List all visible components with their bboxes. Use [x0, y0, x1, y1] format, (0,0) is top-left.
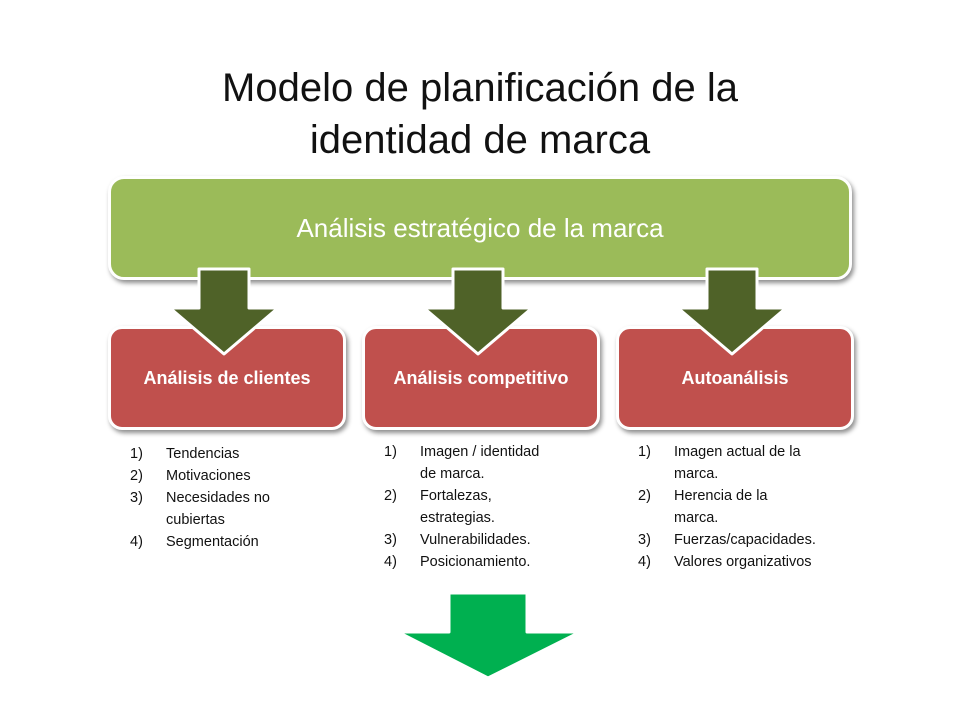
list-item-text: Necesidades no — [166, 490, 270, 506]
list-item-number: 1) — [130, 446, 143, 462]
strategic-analysis-label: Análisis estratégico de la marca — [296, 212, 664, 243]
list-item: 3) Vulnerabilidades. — [384, 529, 584, 551]
list-item-number: 1) — [638, 444, 651, 460]
list-item-number: 2) — [384, 488, 397, 504]
list-item: 1) Imagen / identidad de marca. — [384, 441, 584, 485]
list-item: 4) Valores organizativos — [638, 551, 853, 573]
down-arrow-icon — [422, 267, 534, 356]
list-item-text: Tendencias — [166, 446, 240, 462]
competitive-analysis-box: Análisis competitivo — [362, 326, 600, 430]
competitive-analysis-label: Análisis competitivo — [393, 367, 569, 388]
list-item: 2) Motivaciones — [130, 465, 330, 487]
list-item-text: Fortalezas, — [420, 488, 492, 504]
title-line-2: identidad de marca — [309, 118, 651, 162]
list-item-text: Imagen / identidad — [420, 444, 540, 460]
down-arrow-icon — [676, 267, 788, 356]
list-item-text: Imagen actual de la — [674, 444, 801, 460]
list-item-text: Motivaciones — [166, 468, 251, 484]
list-item-number: 4) — [638, 554, 651, 570]
list-item: 3) Fuerzas/capacidades. — [638, 529, 853, 551]
list-item-text: Vulnerabilidades. — [420, 532, 531, 548]
list-item: 1) Imagen actual de la marca. — [638, 441, 853, 485]
list-item-text: marca. — [674, 510, 719, 526]
list-item-text: estrategias. — [420, 510, 495, 526]
list-item-number: 3) — [638, 532, 651, 548]
self-analysis-list: 1) Imagen actual de la marca. 2) Herencia de… — [638, 441, 853, 573]
down-arrow-icon — [168, 267, 280, 356]
customer-analysis-label: Análisis de clientes — [143, 367, 311, 388]
customer-analysis-list: 1) Tendencias 2) Motivaciones 3) Necesidades … — [130, 443, 330, 553]
list-item-text: de marca. — [420, 466, 485, 482]
list-item: 2) Herencia de la marca. — [638, 485, 853, 529]
list-item-number: 3) — [384, 532, 397, 548]
list-item-text: Fuerzas/capacidades. — [674, 532, 816, 548]
list-item: 3) Necesidades no cubiertas — [130, 487, 330, 531]
list-item-number: 2) — [130, 468, 143, 484]
list-item-number: 2) — [638, 488, 651, 504]
list-item-text: cubiertas — [166, 512, 225, 528]
list-item-text: Segmentación — [166, 534, 259, 550]
list-item-text: Valores organizativos — [674, 554, 812, 570]
list-item-number: 1) — [384, 444, 397, 460]
title-line-1: Modelo de planificación de la — [222, 66, 738, 110]
bottom-down-arrow-icon — [396, 591, 582, 680]
list-item-number: 3) — [130, 490, 143, 506]
page-title: Modelo de planificación de la identidad … — [0, 62, 960, 166]
list-item: 2) Fortalezas, estrategias. — [384, 485, 584, 529]
list-item-number: 4) — [130, 534, 143, 550]
list-item-text: marca. — [674, 466, 719, 482]
list-item: 4) Segmentación — [130, 531, 330, 553]
list-item-text: Herencia de la — [674, 488, 768, 504]
list-item-text: Posicionamiento. — [420, 554, 531, 570]
list-item: 4) Posicionamiento. — [384, 551, 584, 573]
list-item: 1) Tendencias — [130, 443, 330, 465]
self-analysis-label: Autoanálisis — [681, 367, 789, 388]
list-item-number: 4) — [384, 554, 397, 570]
strategic-analysis-box: Análisis estratégico de la marca — [108, 176, 852, 280]
competitive-analysis-list: 1) Imagen / identidad de marca. 2) Fortaleza… — [384, 441, 584, 573]
